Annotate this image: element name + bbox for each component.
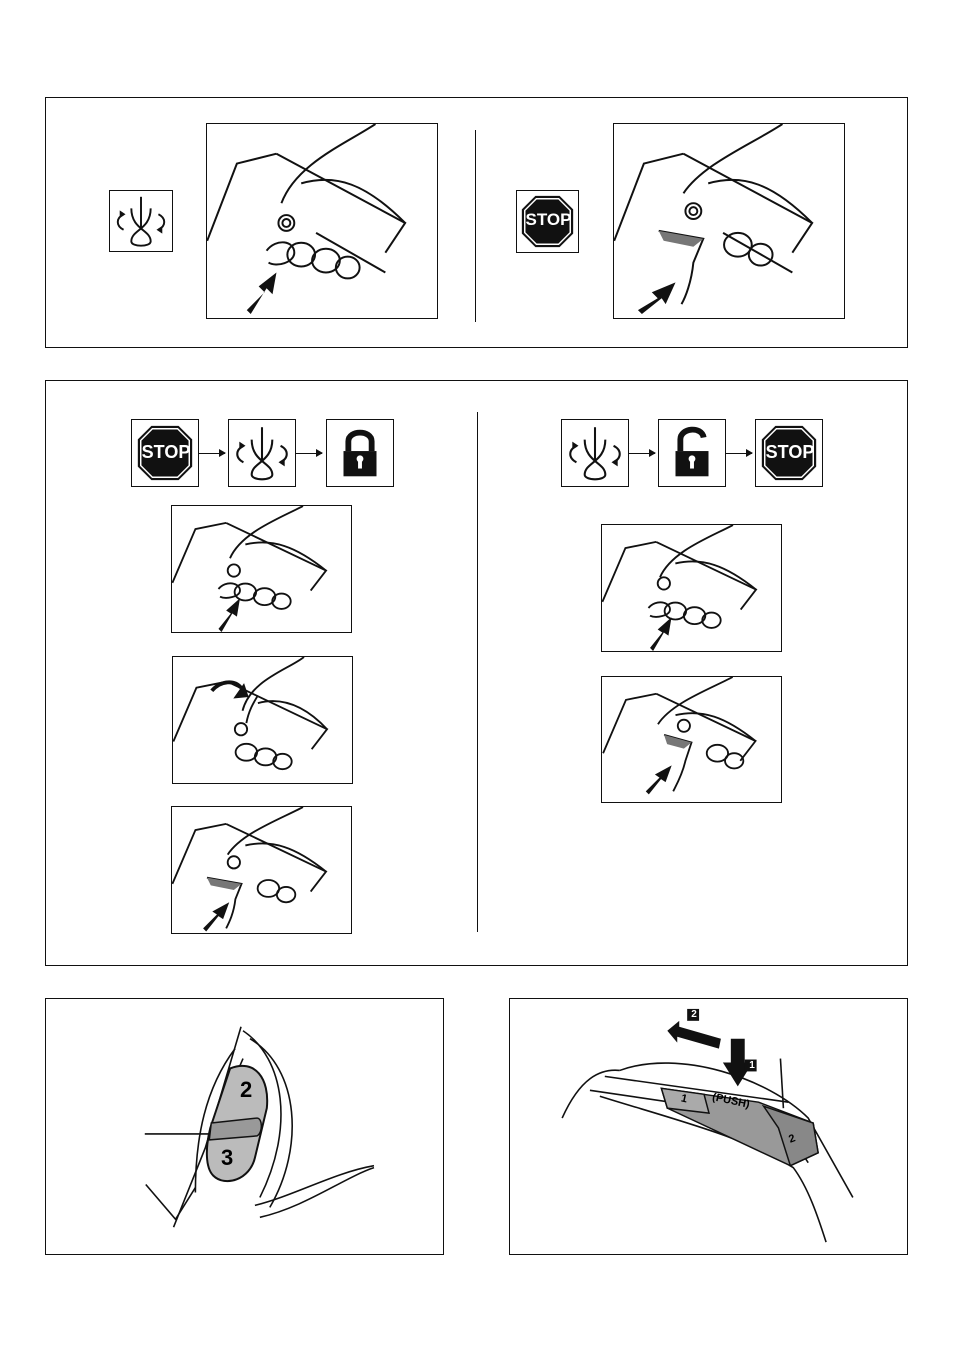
stop-label: STOP <box>756 442 824 463</box>
panel-lock-unlock: STOP <box>45 380 908 966</box>
sequence-arrow <box>199 453 225 454</box>
sequence-arrow <box>629 453 655 454</box>
mixer-rotate-icon <box>109 190 173 252</box>
panel-speed-selector: 2 3 <box>45 998 444 1255</box>
lock-closed-icon <box>326 419 394 487</box>
stop-label: STOP <box>517 210 580 230</box>
stop-label: STOP <box>132 442 200 463</box>
panel-divider <box>477 412 478 932</box>
speed-label-3: 3 <box>221 1145 233 1171</box>
step-marker-2: 2 <box>688 1009 700 1021</box>
panel-divider <box>475 130 476 322</box>
stop-sign-icon: STOP <box>516 190 579 253</box>
panel-battery-release: 2 1 (PUSH) 1 2 <box>509 998 908 1255</box>
stop-sign-icon: STOP <box>131 419 199 487</box>
stop-sign-icon: STOP <box>755 419 823 487</box>
illustration-unlock-step1 <box>601 524 782 652</box>
illustration-lock-step1 <box>171 505 352 633</box>
mixer-rotate-icon <box>228 419 296 487</box>
illustration-start-trigger <box>206 123 438 319</box>
illustration-stop-trigger <box>613 123 845 319</box>
illustration-unlock-step2 <box>601 676 782 803</box>
lock-open-icon <box>658 419 726 487</box>
sequence-arrow <box>726 453 752 454</box>
illustration-lock-step3 <box>171 806 352 934</box>
mixer-rotate-icon <box>561 419 629 487</box>
step-marker-1: 1 <box>746 1060 758 1072</box>
sequence-arrow <box>296 453 322 454</box>
panel-start-stop: STOP <box>45 97 908 348</box>
illustration-lock-step2 <box>172 656 353 784</box>
speed-label-2: 2 <box>240 1077 252 1103</box>
